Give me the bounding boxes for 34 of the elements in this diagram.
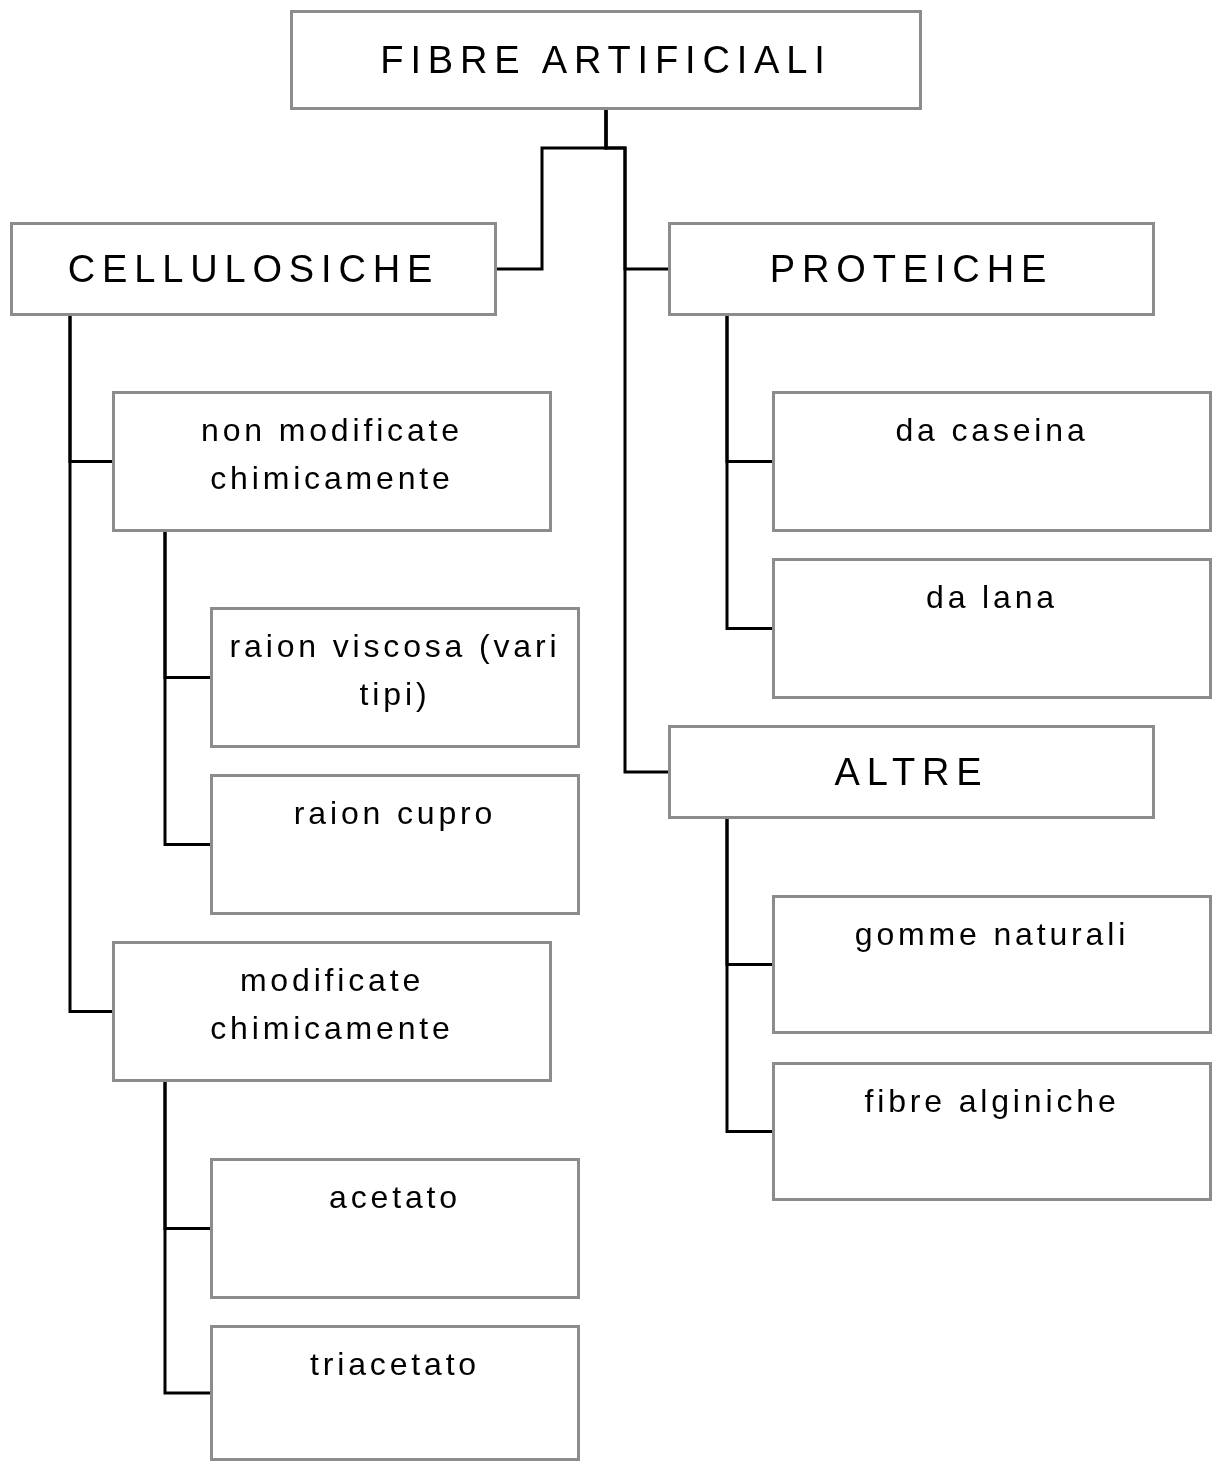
category-box <box>210 774 580 915</box>
node-label: PROTEICHE <box>769 246 1054 292</box>
node-label: da caseina <box>895 411 1089 450</box>
node-label: non modificate chimicamente <box>200 411 464 498</box>
category-box <box>112 941 552 1082</box>
connector-line <box>725 819 772 1133</box>
node-label: da lana <box>926 578 1058 617</box>
category-box <box>772 391 1212 532</box>
connector-line <box>725 316 772 630</box>
connector-line <box>68 316 112 1013</box>
category-box <box>210 1325 580 1461</box>
category-box <box>668 725 1155 819</box>
category-box <box>210 607 580 748</box>
node-label: modificate chimicamente <box>209 961 455 1048</box>
category-box <box>772 1062 1212 1201</box>
category-box <box>210 1158 580 1299</box>
category-box <box>290 10 922 110</box>
category-box <box>10 222 497 316</box>
node-label: FIBRE ARTIFICIALI <box>380 37 832 83</box>
node-label: CELLULOSICHE <box>67 246 440 292</box>
category-box <box>112 391 552 532</box>
node-label: raion viscosa (vari tipi) <box>228 627 562 714</box>
connector-line <box>163 1082 210 1395</box>
connector-line <box>604 110 668 774</box>
node-label: triacetato <box>310 1345 480 1384</box>
category-box <box>772 895 1212 1034</box>
node-label: acetato <box>329 1178 461 1217</box>
node-label: gomme naturali <box>854 915 1130 954</box>
category-box <box>772 558 1212 699</box>
node-label: fibre alginiche <box>864 1082 1120 1121</box>
node-label: raion cupro <box>293 794 497 833</box>
connector-line <box>163 532 210 846</box>
node-label: ALTRE <box>834 749 989 795</box>
category-box <box>668 222 1155 316</box>
